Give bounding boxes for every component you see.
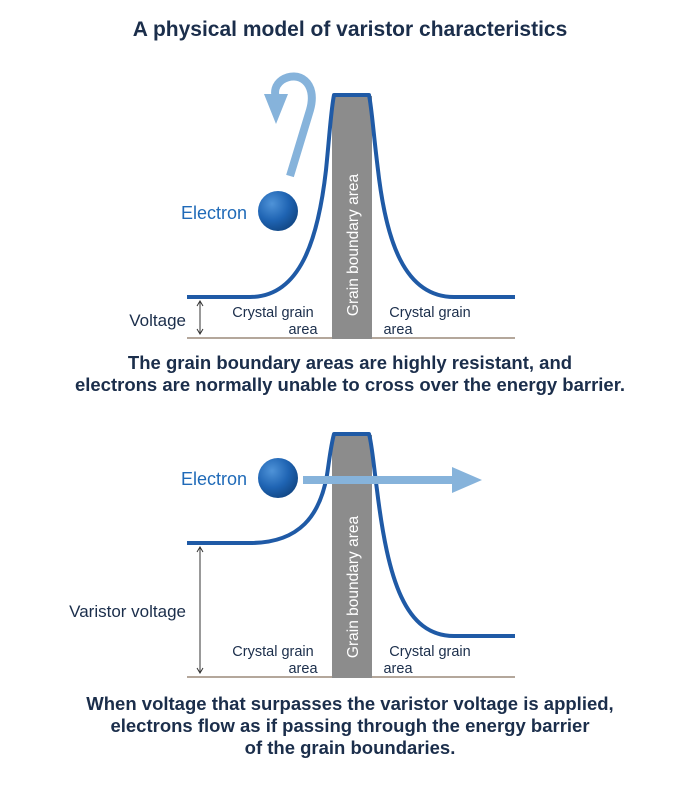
bottom-grain-boundary-label: Grain boundary area <box>345 516 362 659</box>
top-grain-boundary-bar <box>332 96 372 339</box>
top-crystal-left-line1: Crystal grain <box>232 305 313 321</box>
top-crystal-right-line1: Crystal grain <box>389 305 470 321</box>
right-arrow-icon <box>303 467 482 493</box>
bottom-voltage-label: Varistor voltage <box>69 602 186 621</box>
top-voltage-label: Voltage <box>129 311 186 330</box>
bottom-electron-icon <box>258 458 298 498</box>
curved-return-arrow-icon <box>264 72 316 178</box>
top-caption: The grain boundary areas are highly resi… <box>0 352 700 396</box>
top-electron-label: Electron <box>181 203 247 223</box>
top-crystal-left-line2: area <box>288 322 318 338</box>
top-crystal-right-line2: area <box>383 322 413 338</box>
top-energy-barrier-curve <box>187 93 515 299</box>
top-caption-line: electrons are normally unable to cross o… <box>74 374 626 395</box>
bottom-diagram: Electron Varistor voltage Crystal grain … <box>69 432 515 678</box>
page-title: A physical model of varistor characteris… <box>132 18 568 41</box>
bottom-caption-line: of the grain boundaries. <box>244 737 456 758</box>
top-voltage-arrow-icon <box>196 300 204 335</box>
bottom-crystal-right-line1: Crystal grain <box>389 644 470 660</box>
bottom-voltage-arrow-icon <box>196 546 204 674</box>
top-diagram: Electron Voltage Crystal grain area Crys… <box>129 72 515 339</box>
bottom-energy-barrier-curve <box>187 432 515 638</box>
bottom-caption-line: electrons flow as if passing through the… <box>110 715 590 736</box>
bottom-crystal-left-line1: Crystal grain <box>232 644 313 660</box>
bottom-grain-boundary-bar <box>332 435 372 678</box>
bottom-crystal-right-line2: area <box>383 661 413 677</box>
bottom-crystal-left-line2: area <box>288 661 318 677</box>
top-electron-icon <box>258 191 298 231</box>
top-grain-boundary-label: Grain boundary area <box>345 174 362 317</box>
top-caption-line: The grain boundary areas are highly resi… <box>127 352 573 373</box>
bottom-caption: When voltage that surpasses the varistor… <box>0 693 700 759</box>
bottom-electron-label: Electron <box>181 469 247 489</box>
bottom-caption-line: When voltage that surpasses the varistor… <box>86 693 614 714</box>
